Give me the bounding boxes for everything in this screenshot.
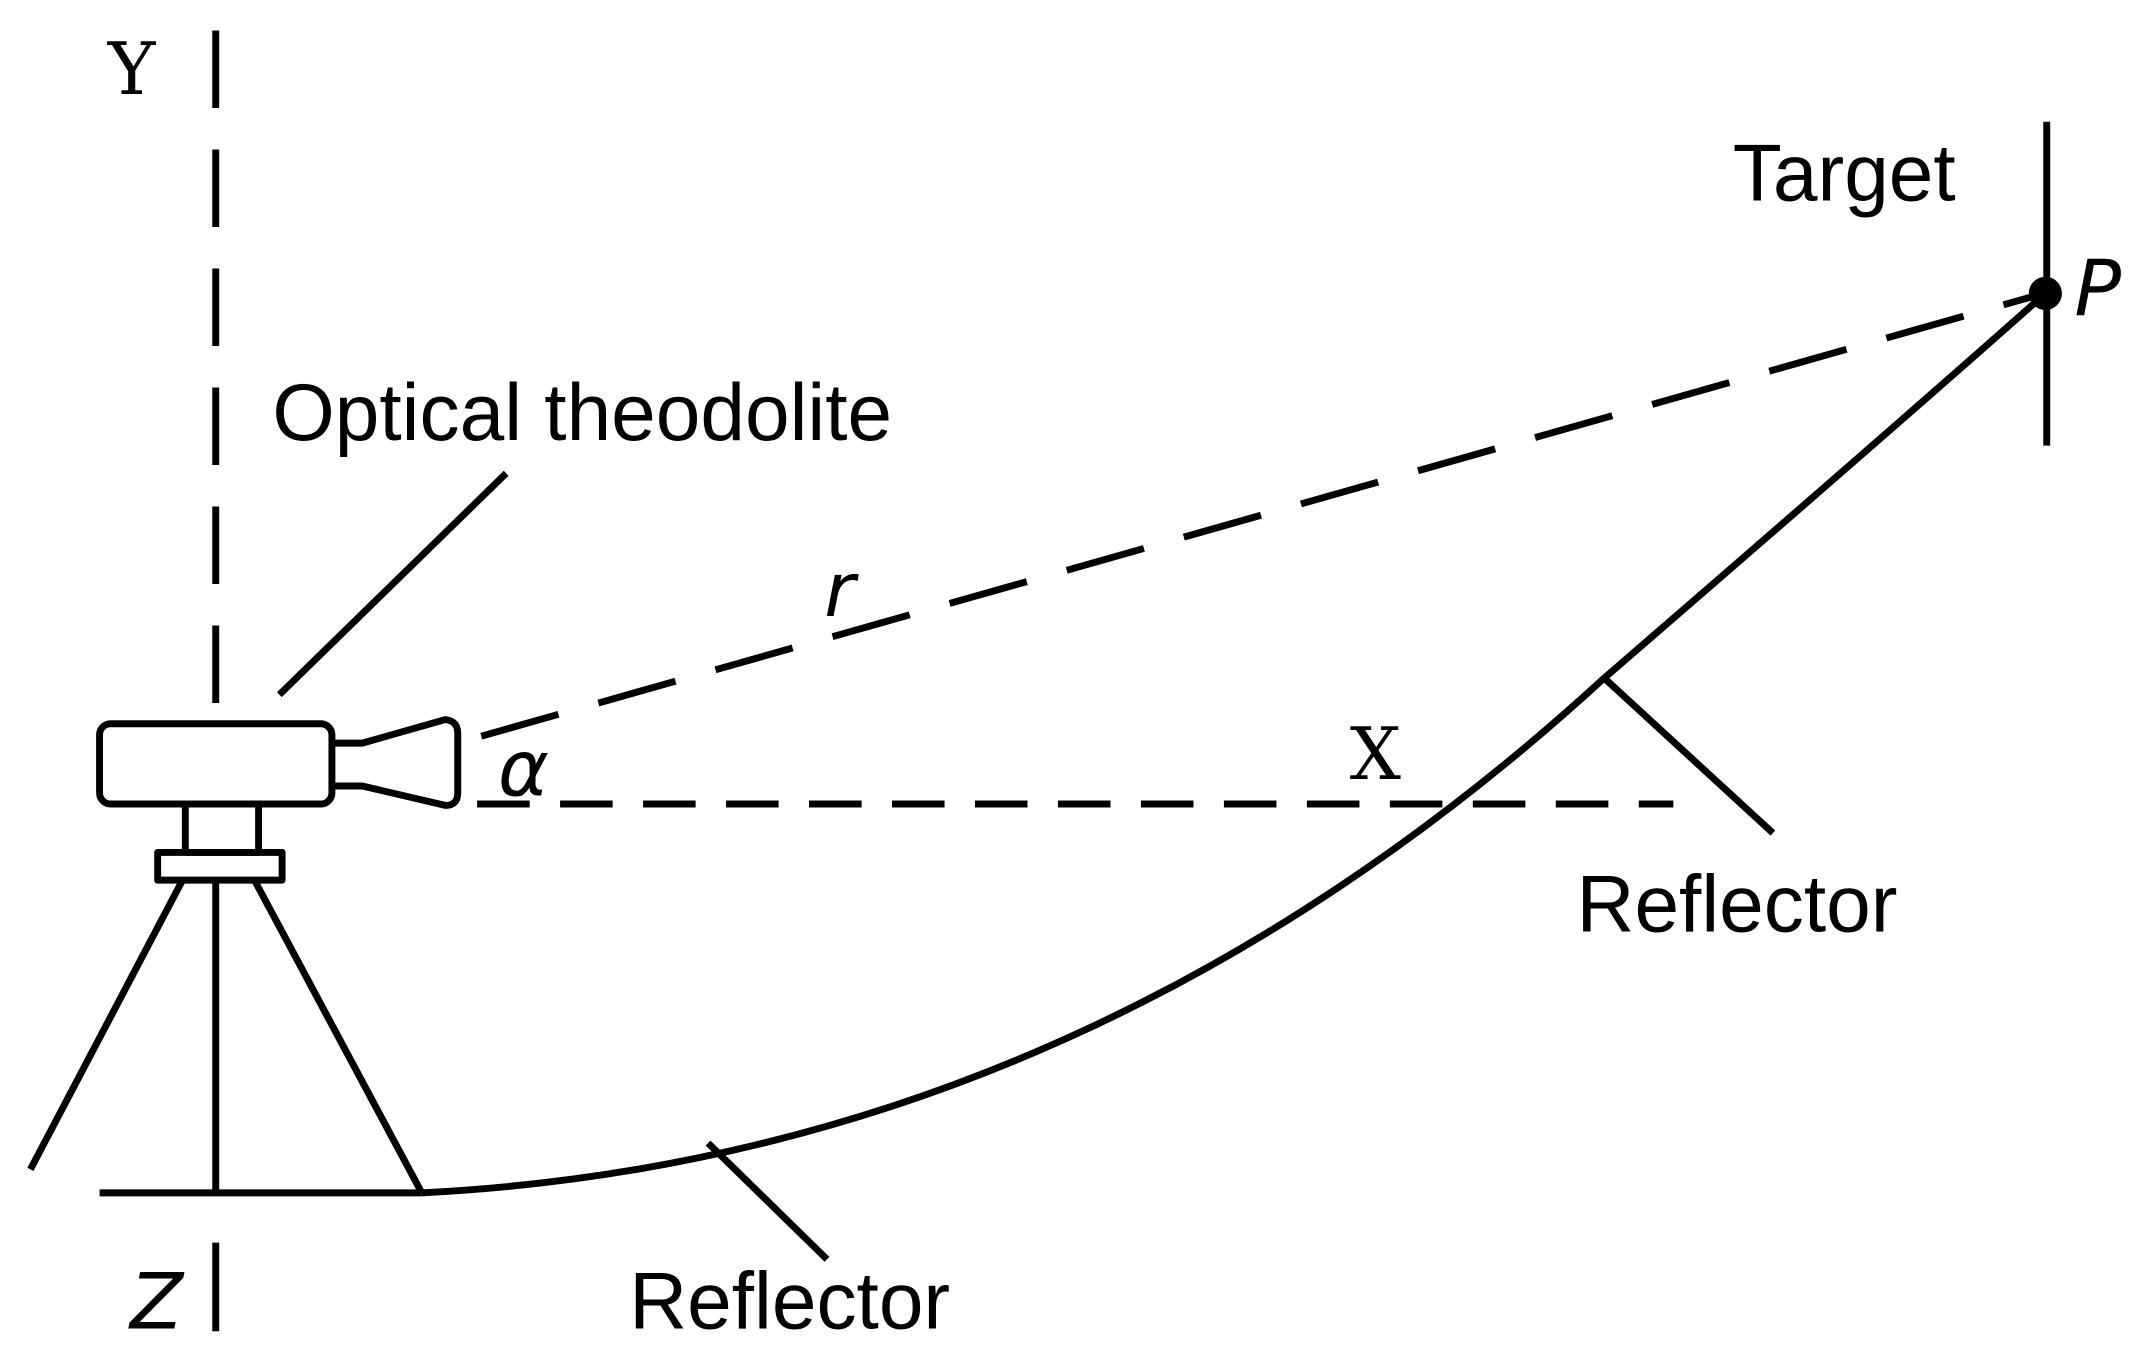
point-p-label: P [2074,244,2121,334]
reflector-curve [421,290,2048,1197]
theodolite-leader-line [276,470,509,698]
z-axis-label: Z [128,1257,185,1347]
theodolite-label: Optical theodolite [272,368,892,458]
angle-label: α [498,725,549,815]
reflector-lower-label: Reflector [629,1256,950,1346]
target-label: Target [1733,129,1956,219]
tripod [27,878,425,1195]
reflector-upper-leader [1601,675,1776,836]
range-label: r [824,547,859,634]
y-axis-label: Y [107,27,157,111]
reflector-upper-label: Reflector [1577,859,1898,949]
x-axis-label: X [1350,712,1401,796]
line-of-sight [480,290,2045,740]
optical-theodolite [96,716,462,884]
reflector-lower-leader [705,1140,830,1262]
